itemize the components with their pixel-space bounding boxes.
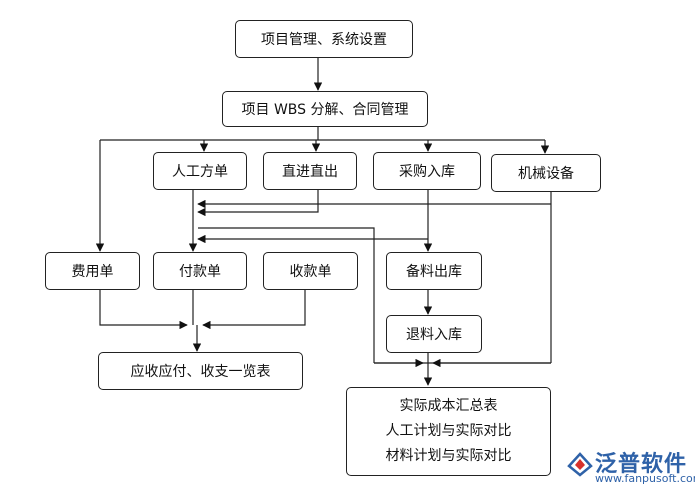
node-direct-in-out: 直进直出 — [263, 152, 357, 190]
node-project-management: 项目管理、系统设置 — [235, 20, 413, 58]
connector-receipt-to-merge — [202, 290, 306, 330]
node-wbs-contract: 项目 WBS 分解、合同管理 — [222, 91, 428, 127]
connector-expense-to-merge — [99, 290, 188, 330]
node-payment: 付款单 — [153, 252, 247, 290]
node-labor-sheet: 人工方单 — [153, 152, 247, 190]
node-return-in: 退料入库 — [386, 315, 482, 353]
fanpu-logo: 泛普软件 www.fanpusoft.com — [565, 446, 695, 490]
node-summary: 实际成本汇总表 人工计划与实际对比 材料计划与实际对比 — [346, 387, 551, 476]
logo-brand-name: 泛普软件 — [595, 452, 688, 477]
summary-line-actual-cost: 实际成本汇总表 — [399, 398, 498, 414]
logo-website: www.fanpusoft.com — [595, 472, 695, 485]
node-material-out: 备料出库 — [386, 252, 482, 290]
node-ar-ap: 应收应付、收支一览表 — [98, 352, 303, 390]
node-receipt: 收款单 — [263, 252, 358, 290]
node-expense: 费用单 — [45, 252, 140, 290]
summary-line-labor-compare: 人工计划与实际对比 — [385, 423, 512, 439]
connector-loop-to-summary — [198, 227, 375, 363]
summary-line-material-compare: 材料计划与实际对比 — [385, 448, 512, 464]
connector-direct-to-payment — [197, 190, 319, 217]
fanpu-logo-mark-icon — [567, 452, 593, 477]
node-purchase-in: 采购入库 — [373, 152, 481, 190]
node-machinery: 机械设备 — [491, 154, 601, 192]
